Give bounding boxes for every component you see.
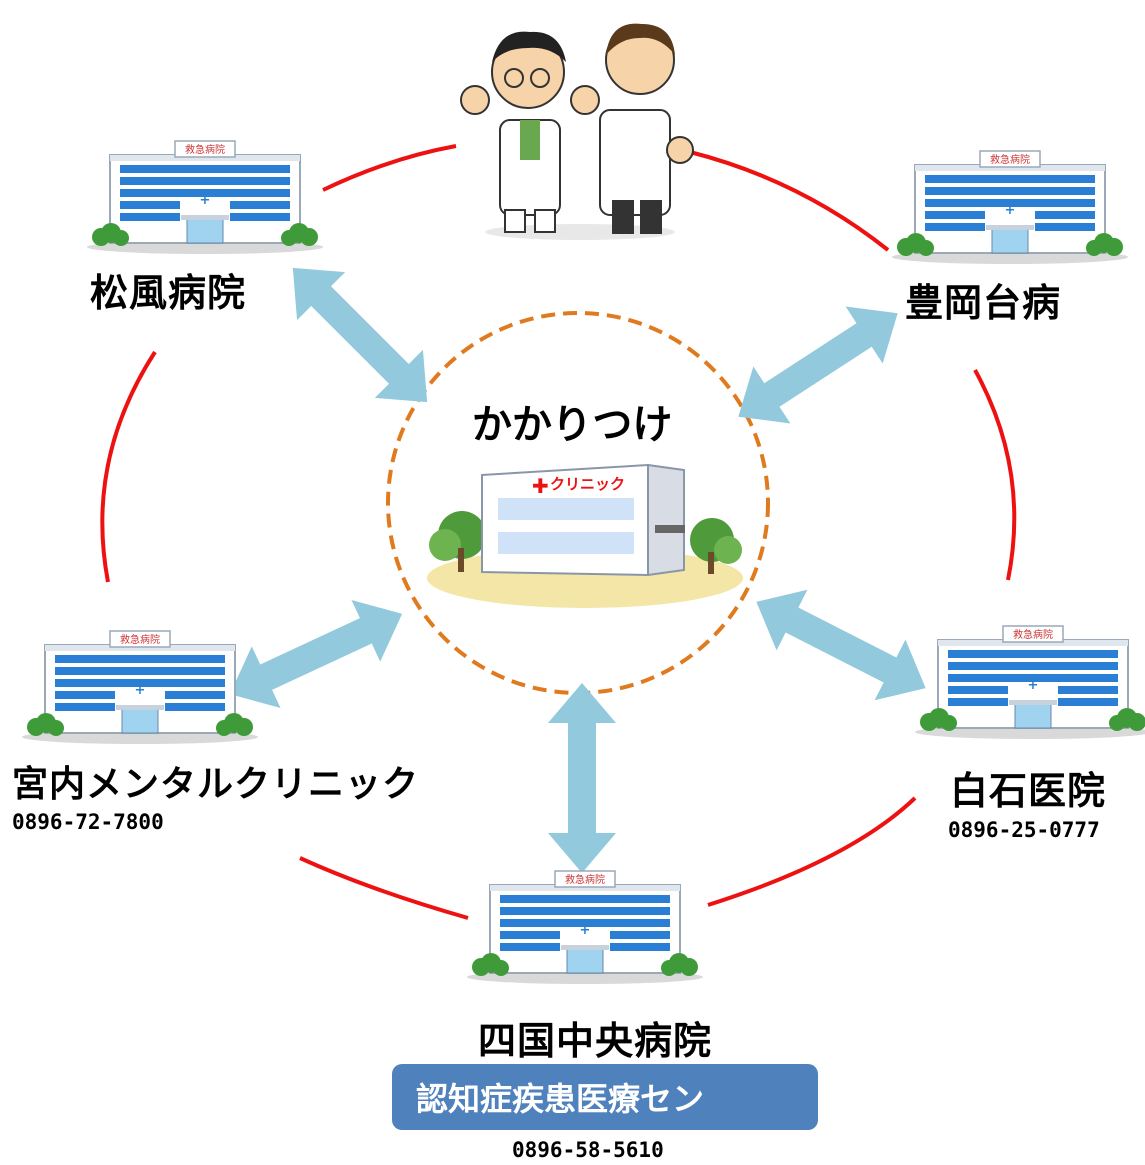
center-title: かかりつけ bbox=[472, 402, 673, 448]
arrow-shiraishi bbox=[740, 571, 942, 719]
hospital-sign: 救急病院 bbox=[120, 633, 160, 646]
arrow-shofu bbox=[268, 243, 452, 427]
hospital-name-miyauchi: 宮内メンタルクリニック bbox=[12, 764, 420, 805]
phone-miyauchi: 0896-72-7800 bbox=[12, 810, 164, 834]
hospital-building-icon bbox=[891, 150, 1129, 265]
arrow-shikokuchuo bbox=[548, 683, 616, 873]
clinic-building-icon: ✚ bbox=[427, 463, 743, 608]
hospital-name-shiraishi: 白石医院 bbox=[950, 769, 1107, 813]
hospital-building-icon bbox=[466, 870, 704, 985]
phone-shikokuchuo: 0896-58-5610 bbox=[512, 1138, 664, 1162]
hospital-building-icon bbox=[914, 625, 1145, 740]
doctors-illustration-icon bbox=[460, 23, 694, 240]
dementia-center-badge: 認知症疾患医療セン bbox=[392, 1064, 818, 1130]
phone-shiraishi: 0896-25-0777 bbox=[948, 818, 1100, 842]
svg-text:✚: ✚ bbox=[532, 474, 549, 498]
outer-ring bbox=[100, 144, 1017, 920]
hospital-sign: 救急病院 bbox=[185, 143, 225, 156]
arrow-miyauchi bbox=[215, 583, 417, 725]
hospital-name-shikokuchuo: 四国中央病院 bbox=[478, 1019, 713, 1063]
hospital-name-shofu: 松風病院 bbox=[90, 271, 247, 315]
hospital-building-icon bbox=[86, 140, 324, 255]
hospital-sign: 救急病院 bbox=[990, 153, 1030, 166]
hospital-sign: 救急病院 bbox=[1013, 628, 1053, 641]
hospital-name-toyookadai: 豊岡台病 bbox=[905, 281, 1062, 325]
hospital-sign: 救急病院 bbox=[565, 873, 605, 886]
hospital-building-icon bbox=[21, 630, 259, 745]
clinic-sign: クリニック bbox=[550, 475, 626, 493]
